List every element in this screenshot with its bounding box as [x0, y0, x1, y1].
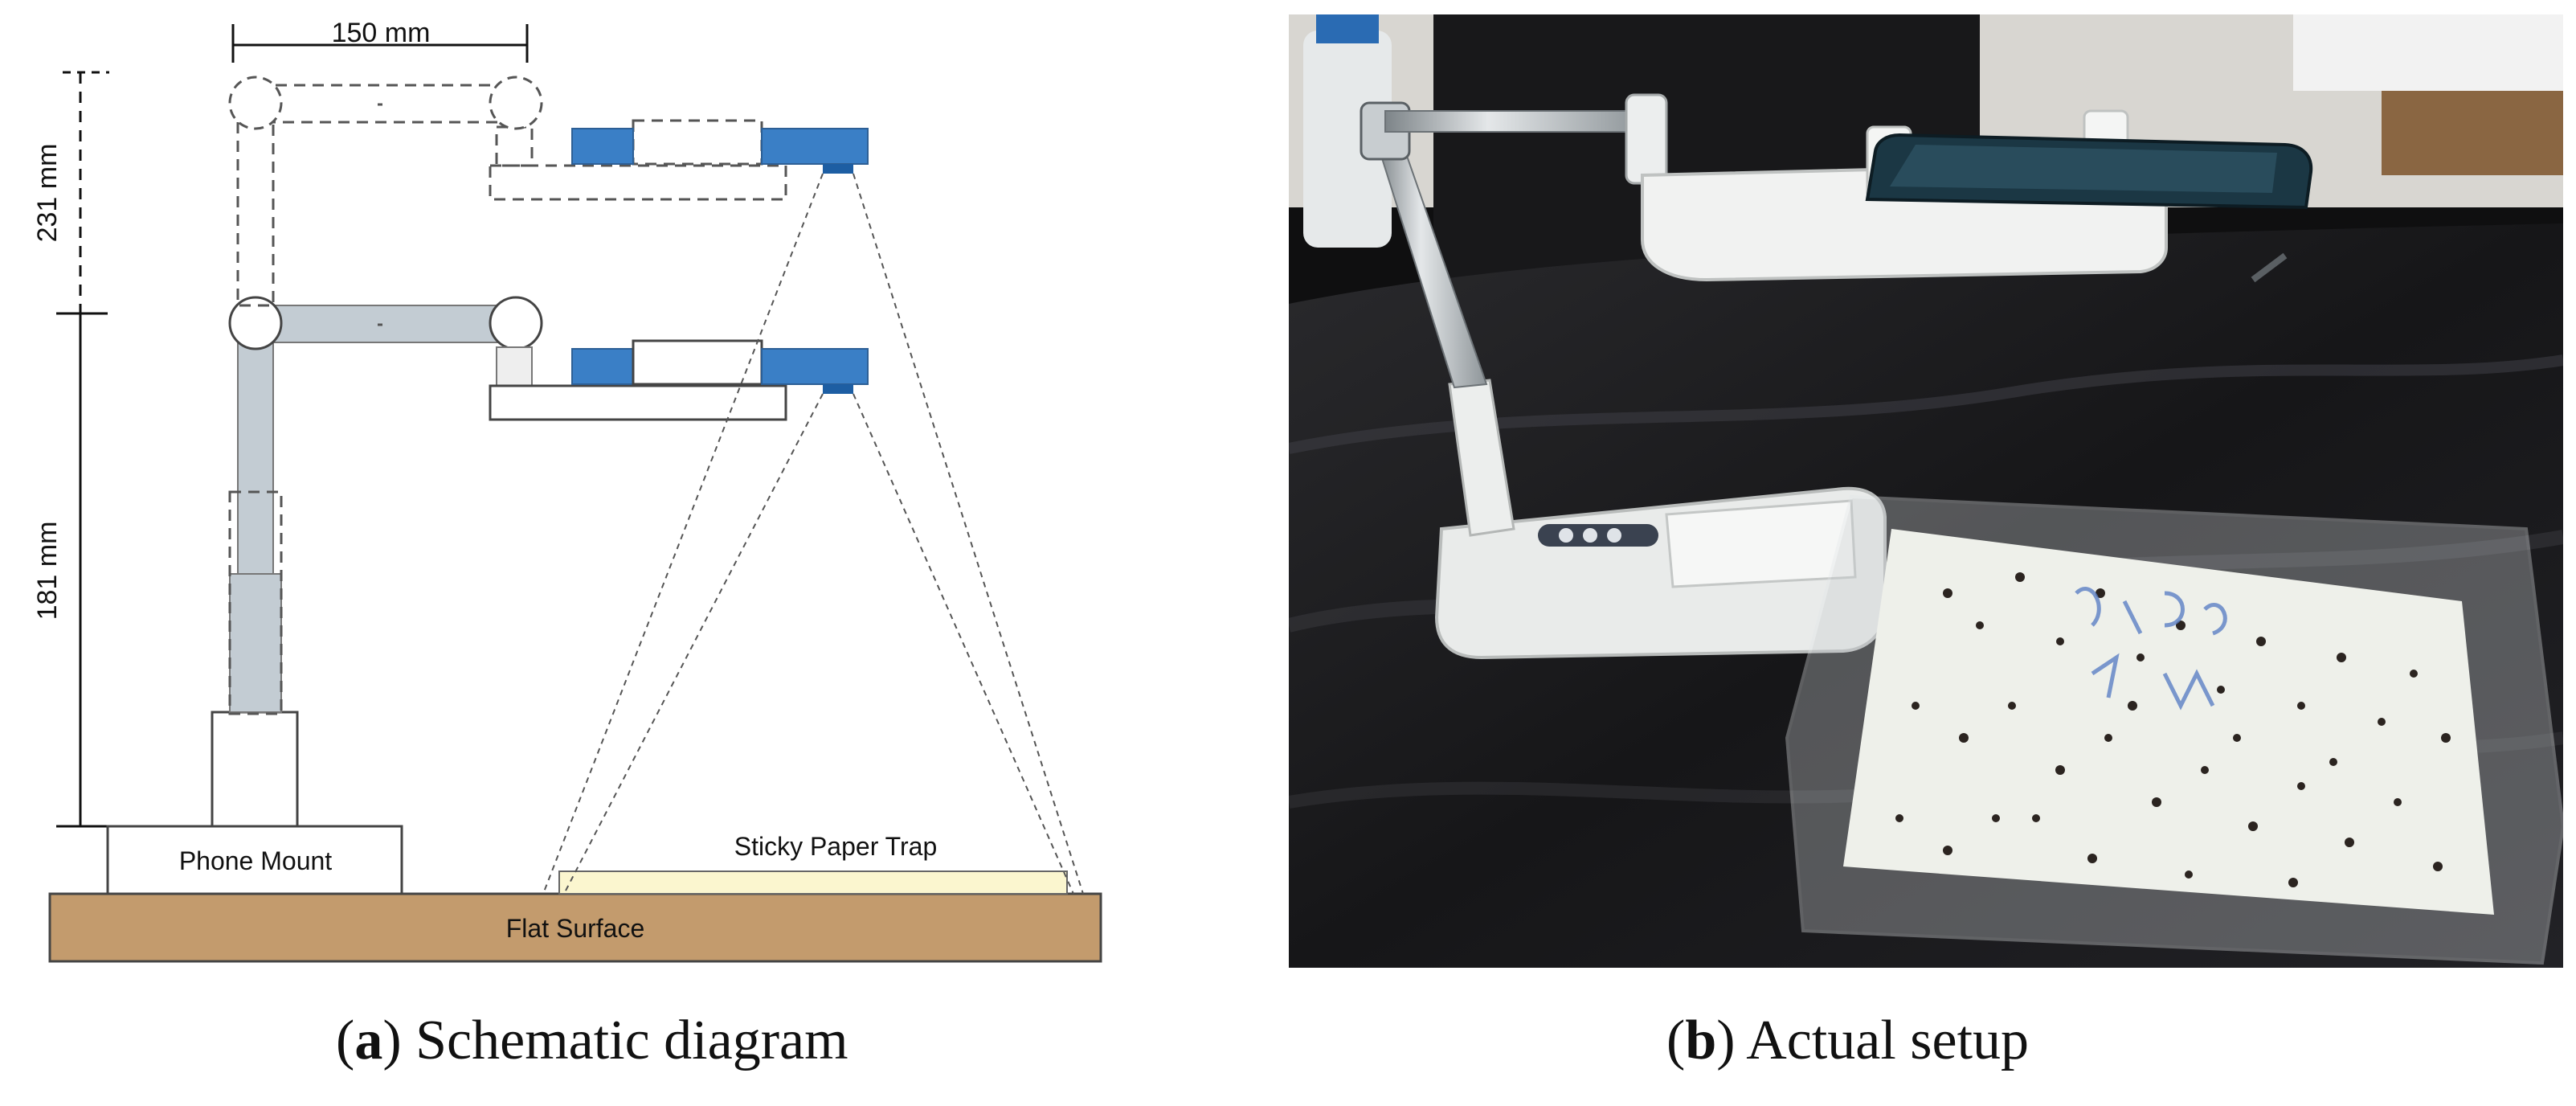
width-dimension-label: 150 mm — [332, 18, 431, 48]
phone-mount-base — [106, 825, 403, 895]
holder-stem — [496, 346, 533, 387]
phone-upper-lens — [823, 164, 853, 174]
sticky-paper-trap-label: Sticky Paper Trap — [734, 832, 938, 861]
sticky-paper — [1843, 529, 2494, 915]
stand-column-base — [211, 711, 299, 828]
stand-pole-sleeve — [229, 573, 282, 713]
flat-surface-label: Flat Surface — [506, 914, 645, 943]
caption-a-letter: a — [354, 1010, 383, 1071]
shelf — [2382, 79, 2563, 175]
joint-upper-left — [228, 76, 283, 130]
height-dimension-upper-label: 231 mm — [32, 144, 63, 243]
caption-b-letter: b — [1685, 1010, 1717, 1071]
extension-sleeve-outline — [228, 490, 283, 715]
window — [2293, 14, 2563, 91]
phone-lower-body — [632, 339, 763, 386]
height-dimension-lower — [56, 312, 108, 828]
bottle-cap — [1316, 14, 1379, 43]
pen — [2251, 252, 2288, 283]
field-of-view-lines — [542, 173, 1084, 895]
width-dimension — [231, 24, 529, 63]
joint-lower-right — [489, 296, 543, 350]
sticky-paper-trap — [558, 870, 1068, 895]
control-button-1 — [1559, 528, 1573, 543]
actual-setup-photo — [1289, 14, 2563, 968]
phone-upper-blue-left — [571, 128, 634, 165]
phone-lower-blue-left — [571, 348, 634, 385]
control-panel — [1538, 524, 1658, 547]
caption-a-text: Schematic diagram — [415, 1010, 848, 1071]
phone-mount-label: Phone Mount — [179, 846, 332, 875]
arm-joint — [1625, 93, 1668, 185]
phone-lower-blue-right — [761, 348, 869, 385]
joint-lower-left — [228, 296, 283, 350]
schematic-diagram: 150 mm 231 mm 181 mm Flat Surface Phone … — [32, 18, 1102, 963]
trapped-insects — [1895, 572, 2451, 887]
phone-lower-lens — [823, 384, 853, 394]
height-dimension-upper — [63, 71, 109, 313]
stand-arm — [256, 305, 517, 343]
control-button-2 — [1583, 528, 1597, 543]
phone-holder-lower — [489, 384, 787, 421]
caption-a: (a) Schematic diagram — [336, 1010, 848, 1071]
height-dimension-lower-label: 181 mm — [32, 522, 63, 621]
control-button-3 — [1607, 528, 1621, 543]
stand-arm — [1384, 110, 1643, 133]
caption-b: (b) Actual setup — [1666, 1010, 2030, 1071]
joint-upper-right — [489, 76, 543, 130]
phone-upper-blue-right — [761, 128, 869, 165]
bottle — [1303, 31, 1392, 248]
handwritten-mark — [2075, 587, 2227, 711]
caption-b-text: Actual setup — [1746, 1010, 2030, 1071]
